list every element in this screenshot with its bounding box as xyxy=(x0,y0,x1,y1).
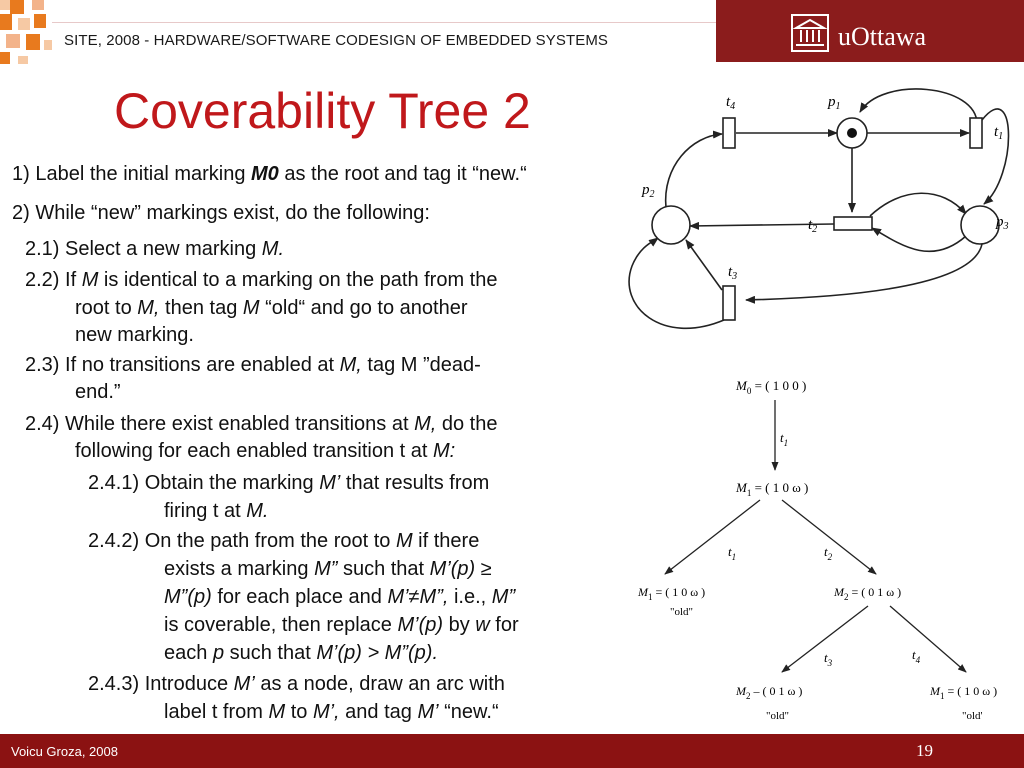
edge-label-t1: t1 xyxy=(728,544,736,562)
page-number: 19 xyxy=(916,741,933,760)
label-p1: p1 xyxy=(827,94,841,112)
step-2-4-3-cont: label t from M to M’, and tag M’ “new.“ xyxy=(164,701,499,723)
arc xyxy=(685,239,723,291)
arc xyxy=(745,243,983,304)
step-1: 1) Label the initial marking M0 as the r… xyxy=(12,163,527,185)
label-t1: t1 xyxy=(994,124,1003,142)
deco-square xyxy=(44,40,54,50)
footer-band xyxy=(0,734,1024,768)
step-2-4-2: 2.4.2) On the path from the root to M if… xyxy=(88,530,480,552)
tree-edge xyxy=(664,499,761,575)
label-t2: t2 xyxy=(808,217,817,235)
step-2-4-2-cont: each p such that M’(p) > M”(p). xyxy=(164,642,439,664)
edge-label-t4: t4 xyxy=(912,647,921,665)
deco-square xyxy=(18,56,28,64)
transition-t4 xyxy=(722,117,736,149)
step-2-2: 2.2) If M is identical to a marking on t… xyxy=(25,269,498,291)
arc xyxy=(869,192,967,217)
token xyxy=(847,128,857,138)
deco-square xyxy=(0,52,10,64)
transition-t3 xyxy=(722,285,736,321)
label-p2: p2 xyxy=(641,182,655,200)
arc xyxy=(689,221,835,230)
place-p3 xyxy=(960,205,1000,245)
step-2: 2) While “new” markings exist, do the fo… xyxy=(12,202,430,224)
label-t4: t4 xyxy=(726,94,735,112)
node-m1-old: M1 = ( 1 0 ω ) xyxy=(637,585,705,602)
step-2-4-2-cont: is coverable, then replace M’(p) by w fo… xyxy=(164,614,519,636)
step-2-4: 2.4) While there exist enabled transitio… xyxy=(25,413,498,435)
deco-square xyxy=(26,34,40,50)
petri-net-diagram: t4 p1 t1 p2 t2 p3 t3 xyxy=(628,88,1010,330)
deco-square xyxy=(32,0,44,10)
footer-author: Voicu Groza, 2008 xyxy=(11,744,118,759)
deco-square xyxy=(18,18,30,30)
step-2-3-cont: end.” xyxy=(75,381,121,403)
node-m1: M1 = ( 1 0 ω ) xyxy=(735,480,808,498)
place-p2 xyxy=(651,205,691,245)
step-2-3: 2.3) If no transitions are enabled at M,… xyxy=(25,354,481,376)
step-2-4-2-cont: M”(p) for each place and M’≠M”, i.e., M” xyxy=(164,586,516,608)
node-m2-old: M2 – ( 0 1 ω ) xyxy=(735,684,802,701)
tag-old: "old" xyxy=(670,606,693,618)
step-2-2-cont: new marking. xyxy=(75,324,194,346)
tag-old: "old" xyxy=(766,710,789,722)
step-2-4-cont: following for each enabled transition t … xyxy=(75,440,456,462)
arc xyxy=(859,88,978,125)
slide-title: Coverability Tree 2 xyxy=(114,83,531,139)
building-columns-icon xyxy=(791,14,829,52)
step-2-4-1: 2.4.1) Obtain the marking M’ that result… xyxy=(88,472,490,494)
node-m0: M0 = ( 1 0 0 ) xyxy=(735,378,806,396)
node-m2: M2 = ( 0 1 ω ) xyxy=(833,585,901,602)
deco-square xyxy=(0,14,12,30)
step-2-4-3: 2.4.3) Introduce M’ as a node, draw an a… xyxy=(88,673,505,695)
transition-t1 xyxy=(969,117,983,149)
step-2-1: 2.1) Select a new marking M. xyxy=(25,238,284,260)
step-2-2-cont: root to M, then tag M “old“ and go to an… xyxy=(75,297,468,319)
deco-square xyxy=(6,34,20,48)
deco-square xyxy=(0,0,10,10)
coverability-tree: M0 = ( 1 0 0 ) t1 M1 = ( 1 0 ω ) t1 t2 M… xyxy=(637,378,997,722)
step-2-4-2-cont: exists a marking M” such that M’(p) ≥ xyxy=(164,558,492,580)
transition-t2 xyxy=(833,216,873,231)
arc xyxy=(981,108,1010,205)
label-p3: p3 xyxy=(995,214,1009,232)
tree-edge xyxy=(781,499,877,575)
deco-square xyxy=(10,0,24,14)
arc xyxy=(664,130,723,209)
node-m1-old: M1 = ( 1 0 ω ) xyxy=(929,684,997,701)
edge-label-t3: t3 xyxy=(824,650,833,668)
tree-edge xyxy=(889,605,967,673)
logo-text: uOttawa xyxy=(838,22,927,51)
arc xyxy=(871,227,967,253)
course-title: SITE, 2008 - HARDWARE/SOFTWARE CODESIGN … xyxy=(64,32,609,49)
arc xyxy=(628,237,725,330)
tree-edge xyxy=(781,605,869,673)
header-title-box xyxy=(52,22,716,63)
edge-label-t2: t2 xyxy=(824,544,833,562)
edge-label-t1: t1 xyxy=(780,430,788,448)
label-t3: t3 xyxy=(728,264,737,282)
university-logo xyxy=(716,0,1024,62)
tag-old: "old' xyxy=(962,710,983,722)
deco-square xyxy=(34,14,46,28)
step-2-4-1-cont: firing t at M. xyxy=(164,500,269,522)
